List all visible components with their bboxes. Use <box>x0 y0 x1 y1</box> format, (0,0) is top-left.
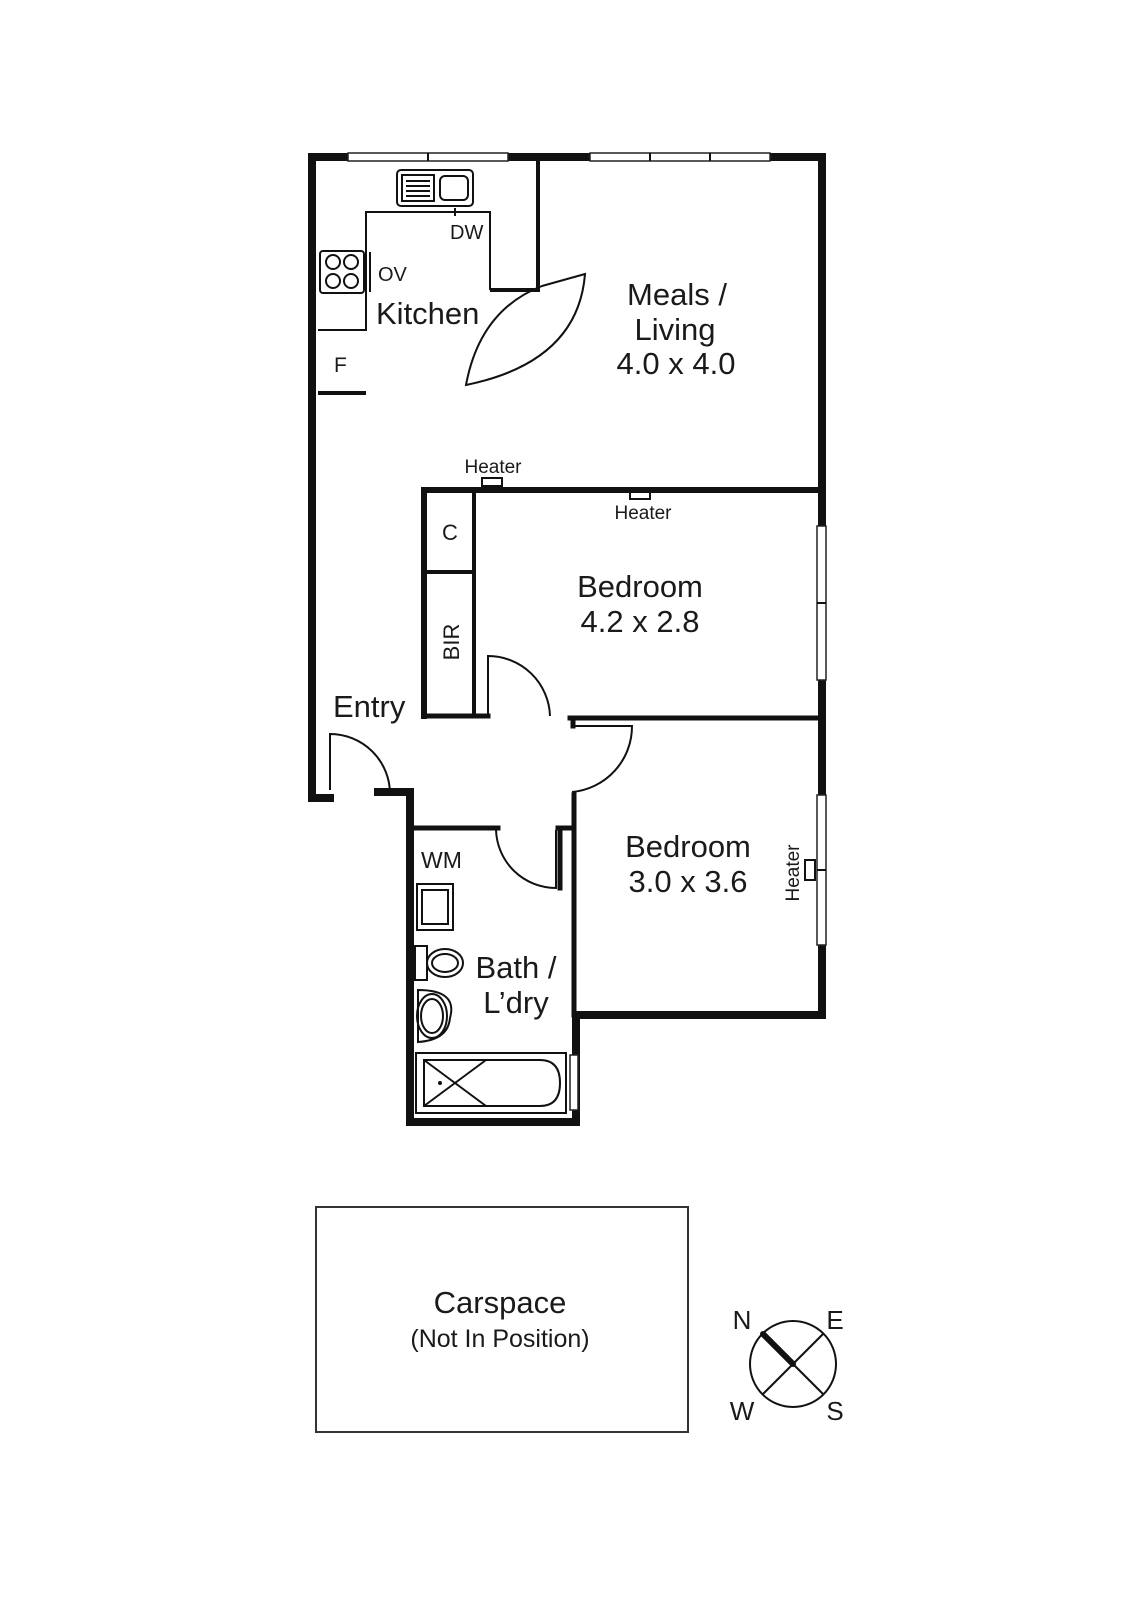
carspace-title: Carspace <box>434 1285 567 1320</box>
labels: Kitchen DW OV F Meals / Living 4.0 x 4.0… <box>333 222 844 1426</box>
bath-name-line1: Bath / <box>476 950 557 985</box>
window-living <box>589 152 771 162</box>
bathtub-icon <box>415 1052 567 1114</box>
compass-east-label: E <box>826 1305 843 1335</box>
compass-north-needle <box>760 1331 796 1367</box>
cooktop-icon <box>319 250 365 294</box>
toilet-icon <box>417 988 453 1044</box>
basin-icon <box>414 945 428 981</box>
heaters <box>481 477 816 881</box>
wall-bedroom1-top <box>421 487 823 719</box>
bath-fittings <box>414 883 567 1114</box>
bir-label: BIR <box>439 624 464 661</box>
wall-kitchen-right <box>490 157 540 292</box>
heater-label: Heater <box>783 844 804 902</box>
bedroom1-door-swing <box>487 654 551 717</box>
living-name-line1: Meals / <box>627 277 727 312</box>
kitchen-bench <box>318 211 491 331</box>
compass <box>749 1320 837 1408</box>
dishwasher-label: DW <box>450 222 483 244</box>
oven-label: OV <box>378 264 408 286</box>
washing-machine-icon <box>416 883 454 931</box>
living-name-line2: Living <box>635 312 716 347</box>
bedroom2-dims: 3.0 x 3.6 <box>629 864 748 899</box>
compass-circle <box>749 1320 837 1408</box>
heater-icon <box>481 477 503 487</box>
heater-icon <box>629 491 651 500</box>
heater-label: Heater <box>614 503 672 524</box>
compass-west-label: W <box>730 1396 755 1426</box>
carspace-outline <box>315 1206 689 1433</box>
heater-label: Heater <box>464 457 522 478</box>
cupboard-label: C <box>442 520 458 545</box>
heater-icon <box>804 859 816 881</box>
compass-north-label: N <box>733 1305 752 1335</box>
living-dims: 4.0 x 4.0 <box>617 346 736 381</box>
sink-icon <box>396 169 474 207</box>
kitchen-fittings <box>318 169 587 387</box>
bedroom1-dims: 4.2 x 2.8 <box>581 604 700 639</box>
kitchen-door-swing <box>464 272 587 387</box>
kitchen-label: Kitchen <box>376 296 479 331</box>
carspace-note: (Not In Position) <box>410 1325 589 1353</box>
outer-wall-left <box>308 153 334 802</box>
bedroom2-door-swing <box>571 725 634 793</box>
bedroom1-name: Bedroom <box>577 569 703 604</box>
fridge-label: F <box>334 354 347 377</box>
washing-machine-label: WM <box>421 847 462 873</box>
compass-south-label: S <box>826 1396 843 1426</box>
bath-name-line2: L’dry <box>483 985 549 1020</box>
bedroom2-name: Bedroom <box>625 829 751 864</box>
bath-door-swing <box>495 829 557 890</box>
entry-label: Entry <box>333 689 406 724</box>
entry-door-swing <box>329 732 391 795</box>
doors <box>329 654 634 890</box>
window-bath <box>569 1054 579 1111</box>
windows <box>347 152 827 1111</box>
